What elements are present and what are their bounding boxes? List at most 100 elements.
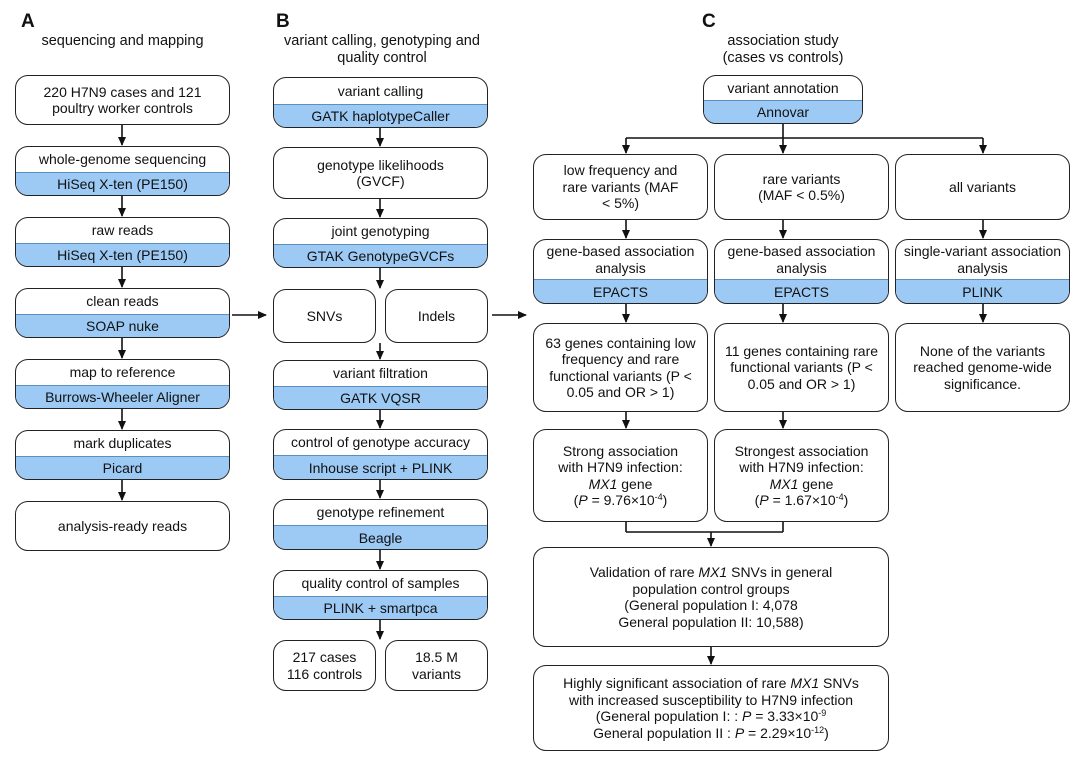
box-genotype-refinement: genotype refinement Beagle bbox=[273, 499, 488, 550]
box-label: None of the variants reached genome-wide… bbox=[913, 342, 1052, 392]
text-line: MX1 gene bbox=[735, 476, 869, 493]
box-raw-reads: raw reads HiSeq X-ten (PE150) bbox=[15, 217, 230, 267]
tool-label: PLINK bbox=[896, 279, 1069, 303]
box-label: clean reads bbox=[86, 293, 159, 310]
box-genotype-likelihoods: genotype likelihoods (GVCF) bbox=[273, 147, 488, 199]
final-text: Highly significant association of rare M… bbox=[563, 675, 859, 741]
box-label: low frequency and rare variants (MAF < 5… bbox=[562, 162, 679, 212]
text-fragment: SNVs in general bbox=[727, 564, 833, 580]
box-map-reference: map to reference Burrows-Wheeler Aligner bbox=[15, 359, 230, 409]
box-variant-count: 18.5 M variants bbox=[385, 640, 488, 691]
text-fragment: gene bbox=[617, 475, 653, 492]
text-fragment: Highly significant association of rare bbox=[563, 675, 791, 691]
text-line: (General population I: : P = 3.33×10-9 bbox=[563, 708, 859, 725]
box-label: control of genotype accuracy bbox=[291, 434, 470, 451]
box-association-strong: Strong association with H7N9 infection: … bbox=[533, 429, 708, 522]
p-exponent: -4 bbox=[654, 492, 663, 502]
box-label: variant calling bbox=[337, 82, 424, 99]
box-joint-genotyping: joint genotyping GTAK GenotypeGVCFs bbox=[273, 218, 488, 268]
gene-name: MX1 bbox=[588, 475, 618, 492]
p-label: P bbox=[759, 492, 769, 508]
box-wgs: whole-genome sequencing HiSeq X-ten (PE1… bbox=[15, 146, 230, 196]
panel-c-title: association study (cases vs controls) bbox=[722, 33, 844, 66]
tool-label: PLINK + smartpca bbox=[274, 596, 487, 619]
box-label: SNVs bbox=[306, 307, 343, 324]
text-fragment: (General population I: : bbox=[595, 708, 742, 724]
gene-name: MX1 bbox=[698, 564, 728, 580]
tool-label: Burrows-Wheeler Aligner bbox=[16, 385, 229, 408]
tool-label: EPACTS bbox=[534, 279, 707, 303]
box-label: whole-genome sequencing bbox=[38, 151, 207, 168]
p-exponent: -12 bbox=[811, 724, 825, 735]
box-validation: Validation of rare MX1 SNVs in general p… bbox=[533, 547, 889, 647]
text-line: Strongest association bbox=[734, 442, 869, 459]
tool-label: GATK haplotypeCaller bbox=[274, 104, 487, 127]
text-line: General population II : P = 2.29×10-12) bbox=[563, 725, 859, 742]
box-result-none: None of the variants reached genome-wide… bbox=[895, 323, 1070, 412]
box-label: 220 H7N9 cases and 121 poultry worker co… bbox=[43, 83, 202, 117]
tool-label: HiSeq X-ten (PE150) bbox=[16, 172, 229, 195]
validation-text: Validation of rare MX1 SNVs in general p… bbox=[590, 564, 833, 630]
panel-b-title: variant calling, genotyping and quality … bbox=[284, 33, 480, 66]
panel-letter-b: B bbox=[276, 11, 290, 32]
box-label: variant annotation bbox=[727, 79, 839, 96]
box-label: rare variants (MAF < 0.5%) bbox=[758, 170, 845, 204]
box-cases-controls: 220 H7N9 cases and 121 poultry worker co… bbox=[15, 75, 230, 125]
p-value-line: (P = 1.67×10-4) bbox=[754, 492, 849, 508]
tool-label: GTAK GenotypeGVCFs bbox=[274, 244, 487, 267]
box-label: single-variant association analysis bbox=[903, 243, 1062, 276]
box-label: 217 cases 116 controls bbox=[286, 649, 363, 682]
p-value: = 2.29×10 bbox=[744, 724, 812, 741]
box-analysis-ready: analysis-ready reads bbox=[15, 501, 230, 551]
box-analysis-single: single-variant association analysis PLIN… bbox=[895, 239, 1070, 304]
box-label: joint genotyping bbox=[331, 223, 430, 240]
tool-label: Inhouse script + PLINK bbox=[274, 455, 487, 479]
box-variant-calling: variant calling GATK haplotypeCaller bbox=[273, 77, 488, 128]
box-result-11-genes: 11 genes containing rare functional vari… bbox=[714, 323, 889, 412]
box-variant-annotation: variant annotation Annovar bbox=[703, 75, 863, 124]
tool-label: EPACTS bbox=[715, 279, 888, 303]
p-value: = 9.76×10 bbox=[591, 492, 655, 508]
box-cases-count: 217 cases 116 controls bbox=[273, 640, 376, 691]
box-label: Indels bbox=[417, 307, 456, 324]
text-fragment: SNVs bbox=[819, 675, 859, 691]
p-value: = 3.33×10 bbox=[751, 708, 819, 724]
text-line: population control groups bbox=[632, 580, 790, 597]
box-label: mark duplicates bbox=[73, 435, 172, 452]
p-exponent: -9 bbox=[818, 708, 827, 718]
text-line: with H7N9 infection: bbox=[558, 459, 683, 475]
p-label: P bbox=[578, 492, 588, 508]
tool-label: Beagle bbox=[274, 525, 487, 549]
box-mark-duplicates: mark duplicates Picard bbox=[15, 430, 230, 480]
box-label: all variants bbox=[949, 178, 1016, 195]
association-text: Strong association with H7N9 infection: … bbox=[558, 443, 683, 509]
p-label: P bbox=[734, 724, 745, 741]
tool-label: SOAP nuke bbox=[16, 314, 229, 337]
text-line: MX1 gene bbox=[558, 476, 683, 493]
gene-name: MX1 bbox=[769, 475, 799, 492]
box-genotype-accuracy: control of genotype accuracy Inhouse scr… bbox=[273, 429, 488, 480]
box-label: genotype likelihoods (GVCF) bbox=[317, 156, 444, 190]
p-value: = 1.67×10 bbox=[772, 492, 836, 508]
box-filter-rare: rare variants (MAF < 0.5%) bbox=[714, 154, 889, 220]
gene-name: MX1 bbox=[790, 675, 820, 691]
text-line: with H7N9 infection: bbox=[739, 459, 864, 475]
text-fragment: General population II : bbox=[593, 724, 735, 741]
box-label: quality control of samples bbox=[301, 575, 460, 592]
p-exponent: -4 bbox=[835, 492, 844, 502]
tool-label: HiSeq X-ten (PE150) bbox=[16, 243, 229, 266]
box-label: 18.5 M variants bbox=[411, 649, 462, 682]
box-label: map to reference bbox=[69, 364, 176, 381]
box-association-strongest: Strongest association with H7N9 infectio… bbox=[714, 429, 889, 522]
text-fragment: gene bbox=[798, 475, 834, 492]
association-text: Strongest association with H7N9 infectio… bbox=[735, 443, 869, 509]
box-result-63-genes: 63 genes containing low frequency and ra… bbox=[533, 323, 708, 412]
tool-label: Annovar bbox=[704, 100, 862, 123]
box-filter-low-freq: low frequency and rare variants (MAF < 5… bbox=[533, 154, 708, 220]
panel-a-title: sequencing and mapping bbox=[41, 33, 204, 49]
box-label: gene-based association analysis bbox=[546, 243, 695, 276]
text-line: with increased susceptibility to H7N9 in… bbox=[568, 691, 854, 708]
box-analysis-gene-1: gene-based association analysis EPACTS bbox=[533, 239, 708, 304]
tool-label: Picard bbox=[16, 456, 229, 479]
box-clean-reads: clean reads SOAP nuke bbox=[15, 288, 230, 338]
